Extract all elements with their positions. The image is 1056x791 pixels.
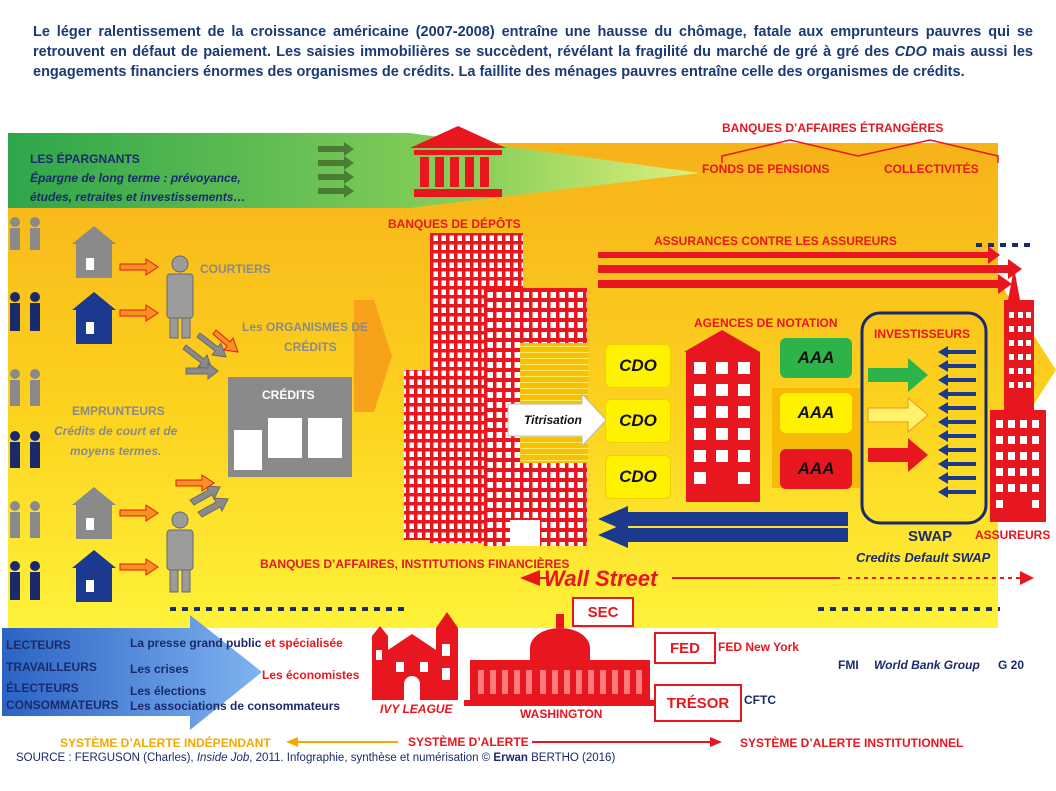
elections-label: Les élections bbox=[130, 684, 207, 698]
fed-ny-label: FED New York bbox=[718, 640, 799, 654]
cftc-label: CFTC bbox=[744, 693, 776, 707]
investisseurs-label: INVESTISSEURS bbox=[874, 327, 971, 341]
fonds-pensions-label: FONDS DE PENSIONS bbox=[702, 162, 830, 176]
swap-label: SWAP bbox=[908, 528, 953, 545]
sec-box: SEC bbox=[572, 597, 634, 627]
aaa-box-yellow: AAA bbox=[780, 393, 852, 433]
alerte-independant-label: SYSTÈME D’ALERTE INDÉPENDANT bbox=[60, 736, 271, 750]
world-bank-label: World Bank Group bbox=[874, 658, 980, 672]
emprunteurs-label: EMPRUNTEURS bbox=[72, 404, 165, 418]
cdo-box-2: CDO bbox=[605, 399, 671, 443]
crises-label: Les crises bbox=[130, 662, 189, 676]
assurances-label: ASSURANCES CONTRE LES ASSUREURS bbox=[654, 234, 897, 248]
economistes-label: Les économistes bbox=[262, 668, 360, 682]
epargnants-title: LES ÉPARGNANTS bbox=[30, 152, 140, 166]
g20-label: G 20 bbox=[998, 658, 1025, 672]
emprunteurs-sub-1: Crédits de court et de bbox=[54, 424, 178, 438]
credits-label: CRÉDITS bbox=[262, 388, 315, 402]
aaa-box-red: AAA bbox=[780, 449, 852, 489]
epargnants-subtitle-1: Épargne de long terme : prévoyance, bbox=[30, 171, 241, 185]
emprunteurs-sub-2: moyens termes. bbox=[70, 444, 162, 458]
organismes-label-2: CRÉDITS bbox=[284, 340, 337, 354]
fmi-label: FMI bbox=[838, 658, 859, 672]
agences-notation-label: AGENCES DE NOTATION bbox=[694, 316, 838, 330]
wall-street-label: Wall Street bbox=[544, 566, 658, 591]
swap-sub-label: Credits Default SWAP bbox=[856, 550, 991, 565]
banques-depots-label: BANQUES DE DÉPÔTS bbox=[388, 217, 521, 231]
alerte-institutionnel-label: SYSTÈME D’ALERTE INSTITUTIONNEL bbox=[740, 736, 964, 750]
fed-box: FED bbox=[654, 632, 716, 664]
aaa-box-green: AAA bbox=[780, 338, 852, 378]
lecteurs-label: LECTEURS bbox=[6, 638, 71, 652]
alerte-label: SYSTÈME D’ALERTE bbox=[408, 735, 529, 749]
presse-label: La presse grand public et spécialisée bbox=[130, 636, 343, 650]
courtiers-label: COURTIERS bbox=[200, 262, 271, 276]
titrisation-label: Titrisation bbox=[524, 413, 582, 427]
travailleurs-label: TRAVAILLEURS bbox=[6, 660, 97, 674]
consommateurs-label: CONSOMMATEURS bbox=[6, 698, 119, 712]
washington-label: WASHINGTON bbox=[520, 707, 603, 721]
organismes-label-1: Les ORGANISMES DE bbox=[242, 320, 369, 334]
epargnants-subtitle-2: études, retraites et investissements… bbox=[30, 190, 246, 204]
intro-paragraph: Le léger ralentissement de la croissance… bbox=[33, 24, 1034, 80]
cdo-box-1: CDO bbox=[605, 344, 671, 388]
cdo-box-3: CDO bbox=[605, 455, 671, 499]
banques-affaires-etrangeres-label: BANQUES D’AFFAIRES ÉTRANGÈRES bbox=[722, 121, 944, 135]
banques-affaires-label: BANQUES D’AFFAIRES, INSTITUTIONS FINANCI… bbox=[260, 557, 570, 571]
electeurs-label: ÉLECTEURS bbox=[6, 681, 79, 695]
collectivites-label: COLLECTIVITÉS bbox=[884, 162, 979, 176]
ivy-league-label: IVY LEAGUE bbox=[380, 702, 453, 716]
associations-label: Les associations de consommateurs bbox=[130, 699, 341, 713]
tresor-box: TRÉSOR bbox=[654, 684, 742, 722]
assureurs-label: ASSUREURS bbox=[975, 528, 1051, 542]
source-footer: SOURCE : FERGUSON (Charles), Inside Job,… bbox=[16, 752, 616, 764]
